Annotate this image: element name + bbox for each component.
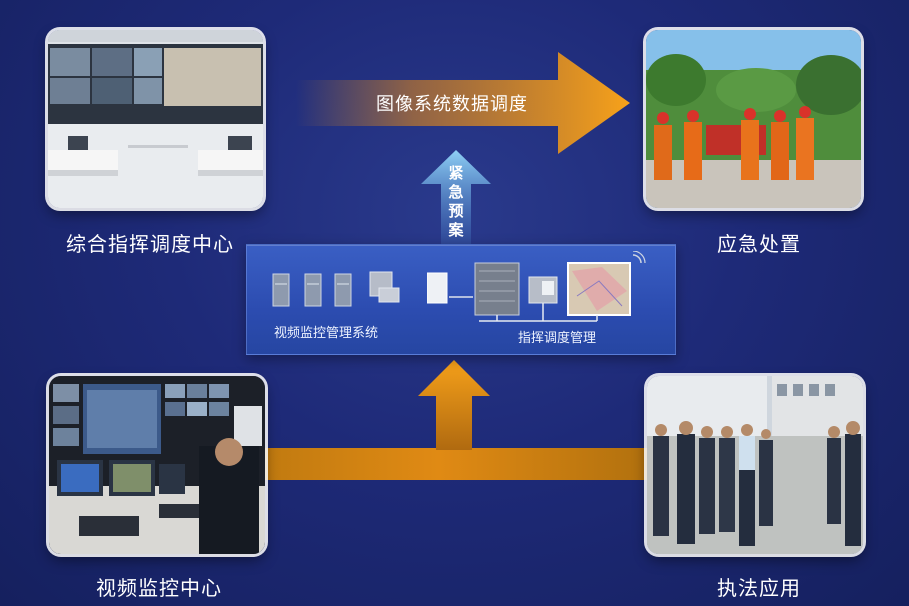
emergency-plan-arrow — [421, 150, 491, 245]
data-dispatch-label: 图像系统数据调度 — [376, 94, 528, 115]
video-center-caption: 视频监控中心 — [96, 576, 222, 600]
law-enforcement-caption: 执法应用 — [717, 576, 801, 600]
emergency-photo — [646, 30, 861, 208]
command-center-photo — [48, 30, 263, 208]
server-icons — [272, 271, 400, 307]
uplink-arrow — [262, 360, 654, 480]
data-dispatch-arrow — [296, 52, 630, 154]
emergency-caption: 应急处置 — [717, 232, 801, 256]
video-management-label: 视频监控管理系统 — [274, 326, 379, 341]
emergency-plan-label: 紧 急 预 案 — [448, 164, 464, 239]
video-center-photo — [49, 376, 265, 554]
dispatch-devices — [427, 251, 646, 322]
law-enforcement-photo — [647, 376, 863, 554]
command-center-caption: 综合指挥调度中心 — [66, 232, 234, 256]
management-panel: 视频监控管理系统 指挥调度管理 — [246, 244, 676, 355]
dispatch-management-label: 指挥调度管理 — [518, 331, 597, 346]
